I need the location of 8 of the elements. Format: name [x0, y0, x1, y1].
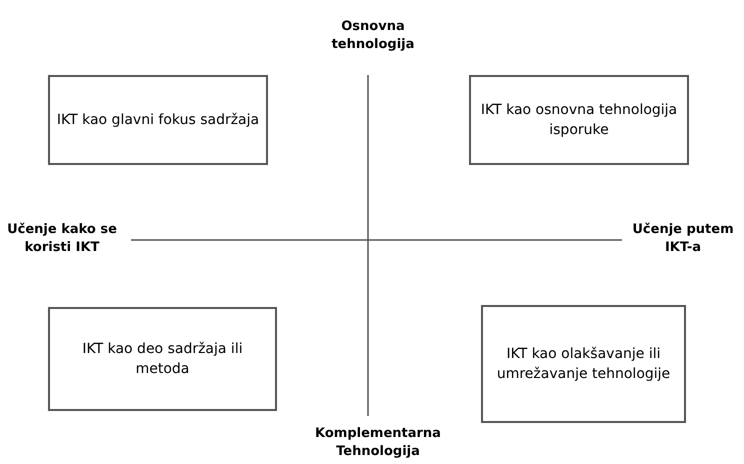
- axis-label: Učenje kako se koristi IKT: [6, 221, 118, 257]
- quadrant-box: IKT kao osnovna tehnologija isporuke: [469, 75, 689, 165]
- quadrant-box: IKT kao glavni fokus sadržaja: [48, 75, 268, 165]
- axis-label: Komplementarna Tehnologija: [314, 425, 442, 461]
- axis-label: Učenje putem IKT-a: [631, 221, 735, 257]
- quadrant-box: IKT kao olakšavanje ili umrežavanje tehnologije: [481, 305, 686, 423]
- axis-label: Osnovna tehnologija: [330, 18, 416, 54]
- quadrant-box: IKT kao deo sadržaja ili metoda: [48, 307, 277, 411]
